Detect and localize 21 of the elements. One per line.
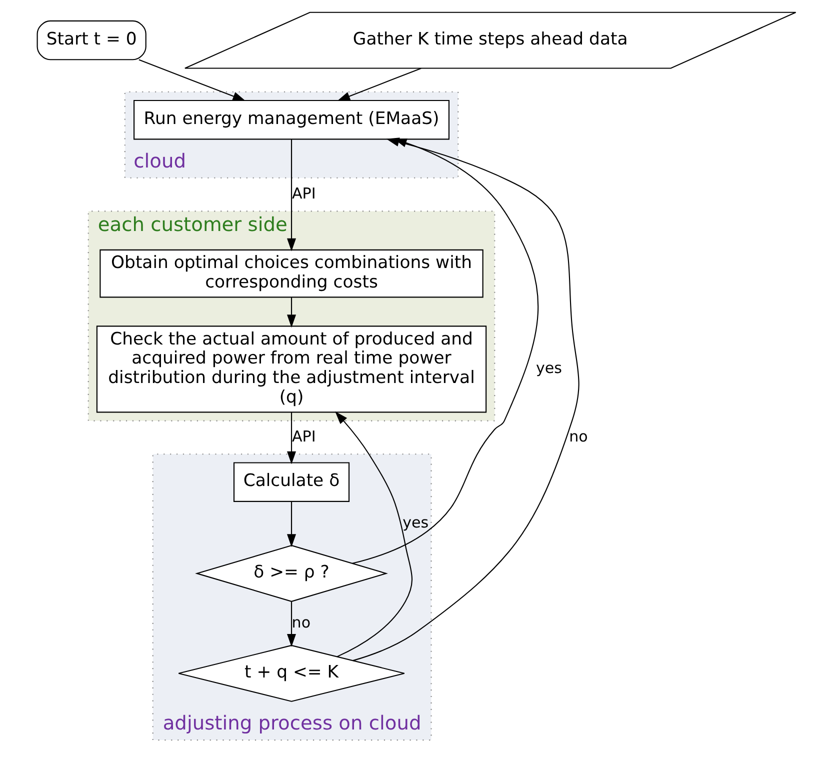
arrow (335, 411, 412, 658)
arrow (286, 139, 296, 252)
node-box: Run energy management (EMaaS) (134, 100, 450, 140)
arrow (337, 68, 422, 101)
node-diamond: δ >= ρ ? (195, 544, 388, 602)
edge-label: yes (536, 359, 562, 378)
arrow (286, 602, 296, 647)
arrow (138, 59, 246, 101)
edge-label: API (292, 427, 316, 446)
edge-label: no (569, 427, 588, 446)
arrow (286, 502, 296, 548)
edge-label: API (292, 184, 316, 203)
node-box: Obtain optimal choices combinations with corresponding costs (100, 249, 484, 298)
node-diamond: t + q <= K (178, 644, 405, 702)
edge-label: yes (402, 513, 429, 532)
arrow (286, 412, 296, 464)
edge-label: no (292, 613, 311, 632)
node-box: Start t = 0 (36, 20, 146, 60)
node-box: Calculate δ (233, 462, 350, 502)
arrow (286, 297, 296, 328)
node-box: Check the actual amount of produced and acquired power from real time power distribution during the adjustment interval (q) (96, 326, 487, 413)
